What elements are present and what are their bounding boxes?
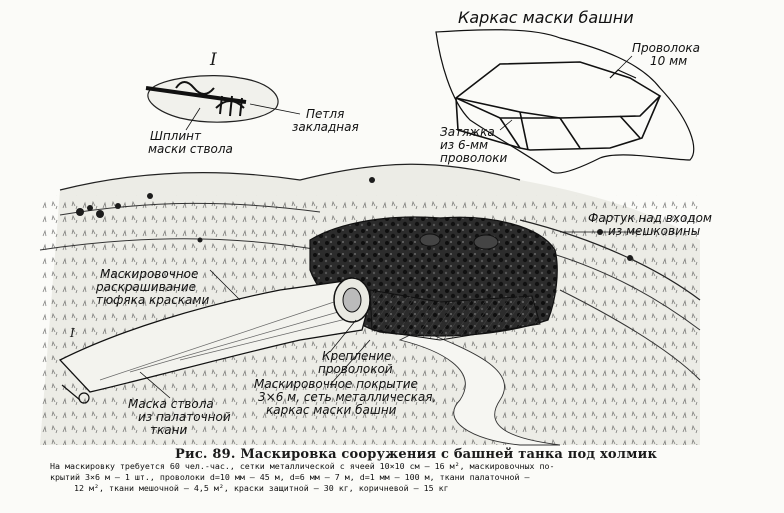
materials-line: 12 м², ткани мешочной — 4,5 м², краски з… [74, 483, 449, 493]
inset-cotter-loop [145, 75, 301, 131]
frame-title: Каркас маски башни [458, 8, 634, 27]
inset-numeral: I [210, 50, 217, 70]
materials-line: На маскировку требуется 60 чел.-час., се… [50, 461, 555, 471]
turret-frame-drawing [435, 29, 695, 174]
figure-caption: Рис. 89. Маскировка сооружения с башней … [175, 447, 658, 462]
camouflage-mound [309, 216, 558, 341]
materials-line: крытий 3×6 м — 1 шт., проволоки d=10 мм … [50, 472, 530, 482]
materials-note: На маскировку требуется 60 чел.-час., се… [50, 461, 740, 494]
leader-lines [139, 231, 640, 399]
inset-marker: I [70, 326, 75, 340]
barrel-mask [58, 277, 371, 404]
